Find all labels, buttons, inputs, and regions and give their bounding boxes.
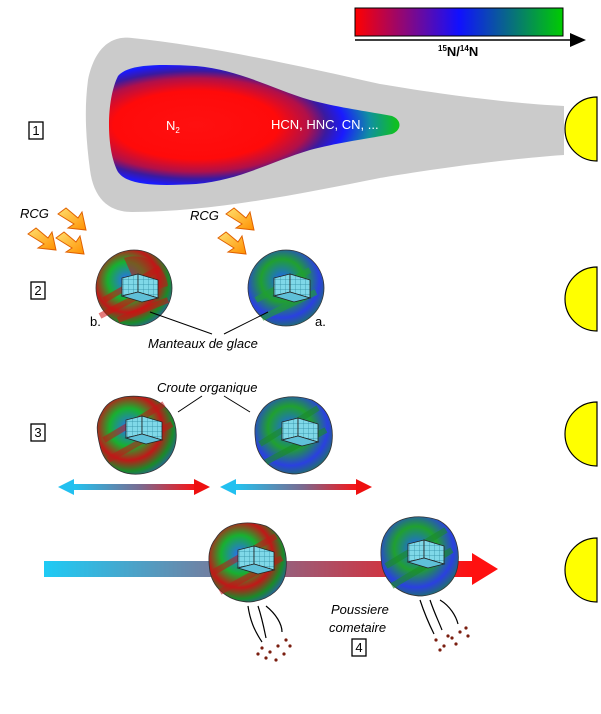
dust-particles-right xyxy=(434,626,470,652)
rcg-arrow-icon xyxy=(217,231,247,255)
manteaux-pointer-left xyxy=(149,311,213,335)
rcg-label-right: RCG xyxy=(190,208,219,223)
grain-b xyxy=(95,249,173,327)
manteaux-label: Manteaux de glace xyxy=(148,336,258,351)
svg-text:2: 2 xyxy=(34,283,41,298)
double-arrow-left xyxy=(58,479,210,495)
dust-particles-left xyxy=(256,638,292,662)
dust-trail-left xyxy=(247,605,283,643)
croute-pointer-left xyxy=(177,395,203,413)
croute-pointer-right xyxy=(223,395,251,413)
protoplanetary-disk: N2 HCN, HNC, CN, ... xyxy=(85,37,565,212)
legend-arrow-head xyxy=(570,33,586,47)
sun-icon xyxy=(564,96,598,162)
sun-icon xyxy=(564,266,598,332)
n2-label: N2 xyxy=(166,118,180,135)
label-b: b. xyxy=(90,314,101,329)
label-a: a. xyxy=(315,314,326,329)
manteaux-pointer-right xyxy=(223,311,269,335)
dust-trail-right xyxy=(419,599,459,635)
step-3-box: 3 xyxy=(30,423,46,442)
comet-stage4-left xyxy=(208,522,287,603)
rcg-arrow-icon xyxy=(27,227,57,251)
legend-gradient-bar xyxy=(354,7,564,37)
step-2-box: 2 xyxy=(30,281,46,300)
rcg-arrow-icon xyxy=(225,207,255,231)
svg-text:4: 4 xyxy=(355,640,362,655)
rcg-arrows-left xyxy=(27,207,87,255)
rcg-arrow-icon xyxy=(57,207,87,231)
svg-text:1: 1 xyxy=(32,123,39,138)
comet-stage3-right xyxy=(254,396,333,475)
double-arrow-right xyxy=(220,479,372,495)
sun-icon xyxy=(564,537,598,603)
poussiere-label-2: cometaire xyxy=(329,620,386,635)
sun-column xyxy=(564,96,598,603)
croute-label: Croute organique xyxy=(157,380,257,395)
rcg-arrows-right xyxy=(217,207,255,255)
grain-a xyxy=(247,249,325,327)
hcn-label: HCN, HNC, CN, ... xyxy=(271,117,379,132)
sun-icon xyxy=(564,401,598,467)
step-4-box: 4 xyxy=(351,638,367,657)
rcg-label-left: RCG xyxy=(20,206,49,221)
legend-ratio-label: 15N/14N xyxy=(438,44,478,59)
comet-stage3-left xyxy=(96,395,177,475)
color-legend: 15N/14N xyxy=(354,7,586,59)
comet-stage4-right xyxy=(380,516,459,597)
poussiere-label-1: Poussiere xyxy=(331,602,389,617)
step-1-box: 1 xyxy=(28,121,44,140)
rcg-arrow-icon xyxy=(55,231,85,255)
svg-text:3: 3 xyxy=(34,425,41,440)
disk-inner-gradient xyxy=(109,65,400,185)
